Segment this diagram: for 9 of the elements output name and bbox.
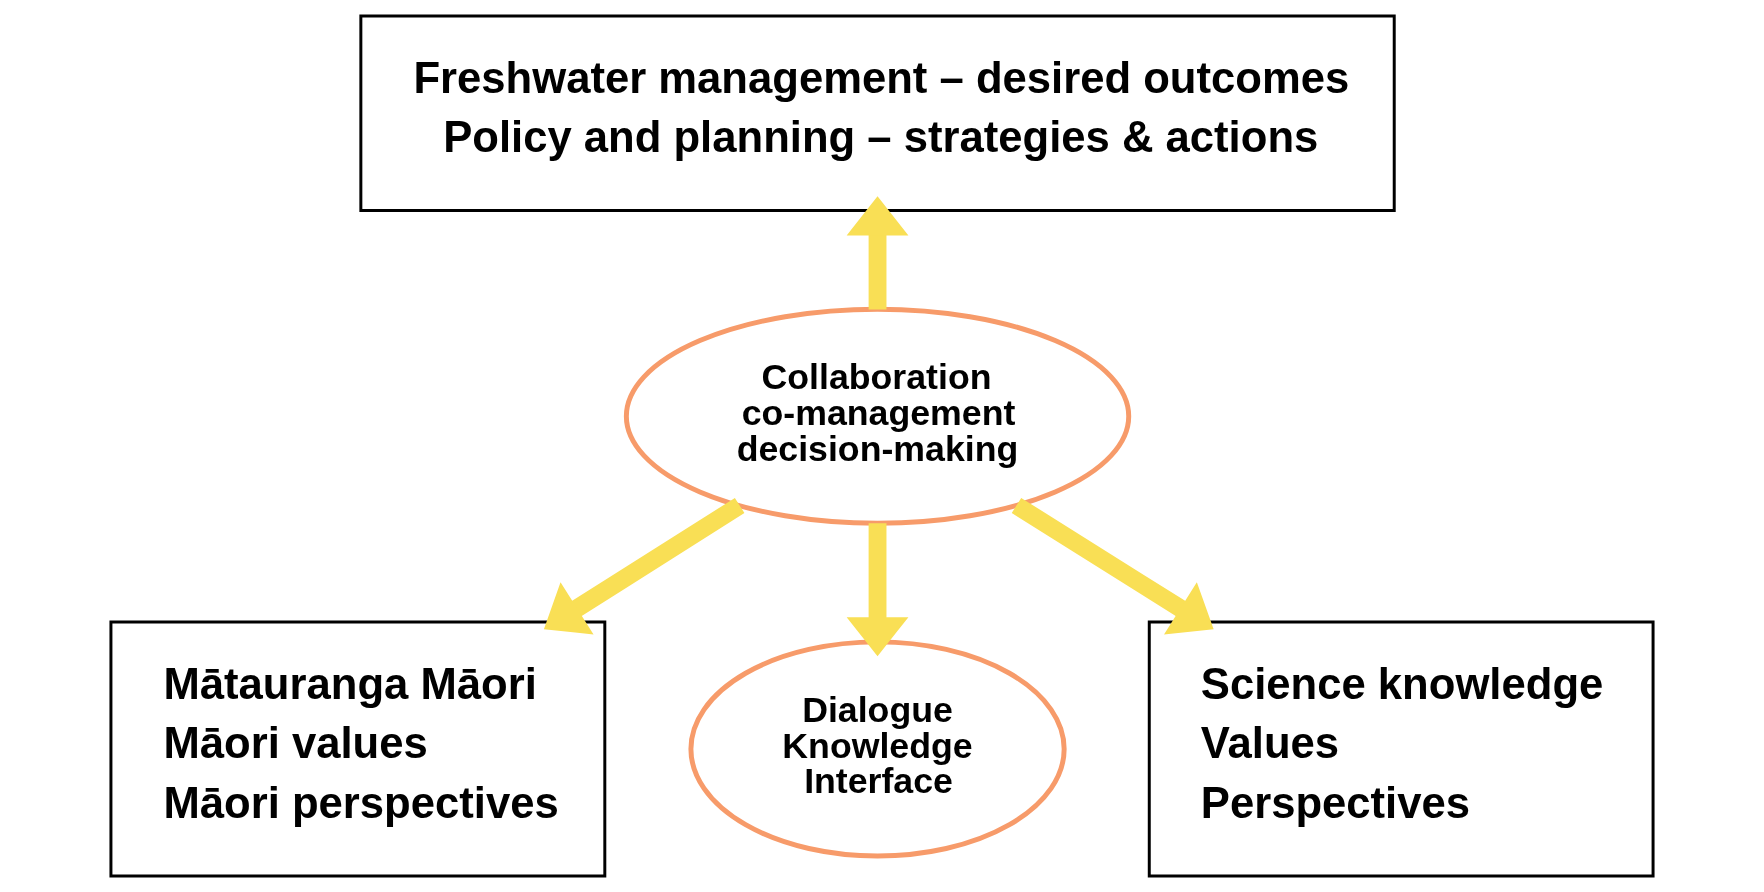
arrow [846, 196, 909, 310]
node-ellipse: Collaboration co-management decision-making [623, 306, 1132, 526]
arrow [1011, 497, 1214, 635]
arrow [543, 497, 745, 635]
node-box: Science knowledge Values Perspectives [1147, 620, 1655, 878]
node-box: Mātauranga Māori Māori values Māori perspectives [109, 620, 607, 878]
arrow [846, 523, 909, 657]
node-box: Freshwater management – desired outcomes Policy and planning – strategies & actions [359, 14, 1396, 212]
node-ellipse: Dialogue Knowledge Interface [688, 639, 1067, 859]
